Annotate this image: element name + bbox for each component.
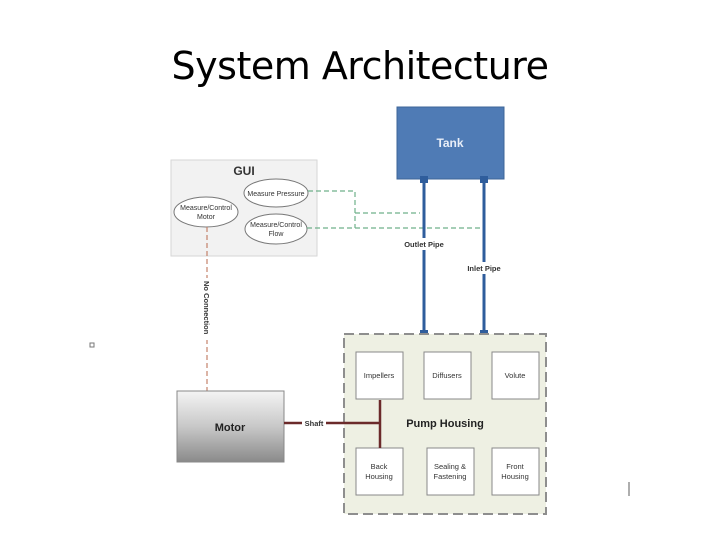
back-housing-label-2: Housing [365,472,393,481]
shaft-label: Shaft [305,419,324,428]
component-front-housing[interactable]: Front Housing [491,447,540,496]
impellers-label: Impellers [364,371,395,380]
component-diffusers[interactable]: Diffusers [423,351,472,400]
measure-control-flow-label-2: Flow [269,231,285,238]
outlet-pipe-top-connector [420,176,428,183]
no-connection-link: No Connection [201,227,213,391]
component-back-housing[interactable]: Back Housing [355,447,404,496]
measure-control-motor-label-2: Motor [197,214,216,221]
outlet-pipe-label: Outlet Pipe [404,240,444,249]
no-connection-label: No Connection [202,281,211,335]
inlet-pipe-top-connector [480,176,488,183]
motor-node[interactable]: Motor [176,390,285,463]
component-sealing-fastening[interactable]: Sealing & Fastening [426,447,475,496]
sealing-fastening-label-2: Fastening [434,472,467,481]
sealing-fastening-label-1: Sealing & [434,462,466,471]
signal-lines [307,190,484,229]
node-measure-pressure[interactable]: Measure Pressure [243,178,309,208]
diffusers-label: Diffusers [432,371,462,380]
pump-housing-label: Pump Housing [406,418,484,430]
inlet-pipe-label: Inlet Pipe [467,264,500,273]
component-volute[interactable]: Volute [491,351,540,400]
measure-control-flow-label-1: Measure/Control [250,222,302,229]
measure-control-motor-label-1: Measure/Control [180,205,232,212]
back-housing-label-1: Back [371,462,388,471]
gui-panel: GUI Measure Pressure Measure/Control Mot… [170,159,318,257]
measure-pressure-label: Measure Pressure [247,191,304,198]
node-measure-control-flow[interactable]: Measure/Control Flow [244,213,308,245]
node-measure-control-motor[interactable]: Measure/Control Motor [173,196,239,228]
front-housing-label-1: Front [506,462,524,471]
component-impellers[interactable]: Impellers [355,351,404,400]
shaft-link [284,400,382,448]
volute-label: Volute [505,371,526,380]
tank-label: Tank [436,136,463,150]
tank-node[interactable]: Tank [396,106,505,180]
page-title: System Architecture [171,44,549,88]
pipes: Outlet Pipe Inlet Pipe [400,176,505,337]
motor-label: Motor [215,422,246,434]
small-square-marker [89,342,95,348]
gui-label: GUI [233,164,254,178]
front-housing-label-2: Housing [501,472,529,481]
pump-housing: Pump Housing Impellers Diffusers Volute … [343,333,547,515]
